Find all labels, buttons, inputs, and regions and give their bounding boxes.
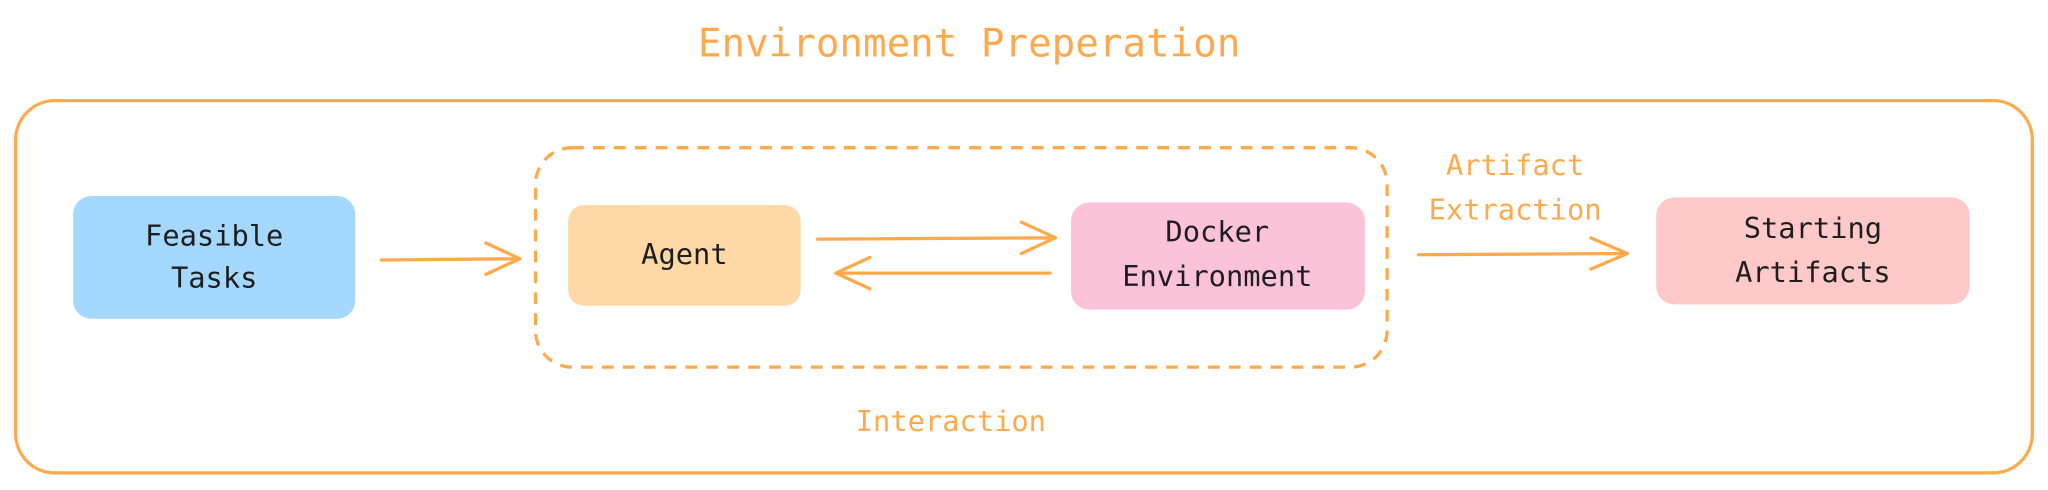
arrow-agent-to-docker bbox=[816, 220, 1057, 256]
node-agent: Agent bbox=[568, 205, 801, 306]
feasible-line2: Tasks bbox=[171, 260, 257, 294]
docker-line2: Environment bbox=[1122, 259, 1312, 293]
artifacts-line1: Starting bbox=[1744, 211, 1882, 245]
agent-label: Agent bbox=[641, 237, 727, 271]
extraction-label-line2: Extraction bbox=[1429, 193, 1602, 227]
artifacts-line2: Artifacts bbox=[1735, 255, 1891, 289]
arrow-tasks-to-agent bbox=[379, 241, 522, 277]
arrow-docker-to-agent bbox=[834, 255, 1052, 291]
outer-container bbox=[14, 99, 2034, 475]
feasible-line1: Feasible bbox=[145, 219, 283, 253]
diagram-title: Environment Preperation bbox=[698, 21, 1240, 66]
extraction-label-line1: Artifact bbox=[1446, 148, 1584, 182]
interaction-label: Interaction bbox=[856, 404, 1046, 438]
node-docker-environment: Docker Environment bbox=[1071, 202, 1365, 310]
docker-line1: Docker bbox=[1165, 215, 1269, 249]
node-feasible-tasks: Feasible Tasks bbox=[73, 196, 356, 319]
arrow-extraction bbox=[1416, 236, 1630, 271]
node-starting-artifacts: Starting Artifacts bbox=[1656, 197, 1970, 305]
interaction-group bbox=[533, 146, 1389, 369]
